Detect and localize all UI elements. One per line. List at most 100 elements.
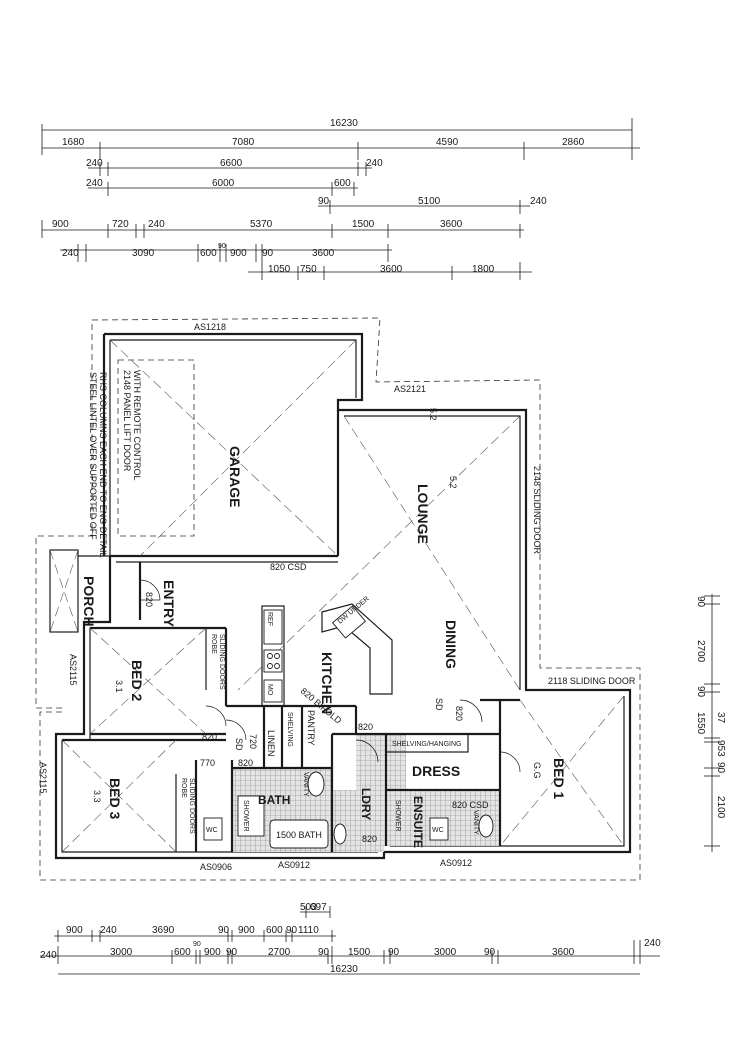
dim-b2-c: 3690 [152,925,175,936]
sliding-doors-bed3: SLIDING DOORS [188,778,195,834]
label-sd-2: SD [434,698,444,711]
dim-b3-a: 240 [40,950,57,961]
label-lounge: LOUNGE [415,484,431,544]
dim-right-a: 90 [695,596,706,608]
cooktop [263,649,283,673]
dim-r2-a: 240 [86,158,103,169]
bath-tub [269,819,329,849]
fridge-space [263,609,283,645]
dim-b3-n: 240 [644,938,661,949]
csd-dress: 820 CSD [452,800,489,810]
label-linen: LINEN [266,730,276,757]
dim-right-e: 37 [715,712,726,724]
door-ldry: 820 [358,722,373,732]
dim-right-b: 2700 [695,640,706,663]
dim-b2-h: 1110 [298,925,319,936]
vanity-basin-1 [307,771,325,797]
note-lintel-1: STEEL LINTEL OVER SUPPORTED OFF [88,372,98,540]
label-ldry: LDRY [359,788,373,820]
dim-b2-a: 900 [66,925,83,936]
dim-r6-g: 3600 [312,248,335,259]
note-bed1: G.G [532,762,542,779]
label-shower-1: SHOWER [242,800,249,832]
dim-r2-c: 240 [366,158,383,169]
shelving-hanging: SHELVING/HANGING [392,741,462,748]
toilet-ensuite [429,817,449,841]
note-garage-door: 2148 PANEL LIFT DOOR [122,370,132,472]
dim-r6-e: 900 [230,248,247,259]
dim-b3-c: 600 [174,947,191,958]
internal-walls [49,410,520,852]
dim-r7-b: 750 [300,264,317,275]
window-lounge: AS2121 [394,384,426,394]
ldry-tub [333,823,347,845]
dim-r3-c: 600 [334,178,351,189]
label-bed3: BED 3 [107,778,123,819]
dim-r6-b: 3090 [132,248,155,259]
door-bed2: 820 [202,732,217,742]
robe-bed2: ROBE [210,634,217,654]
dim-b2-b: 240 [100,925,117,936]
sink-fixture [331,605,367,639]
dim-r6-f: 90 [262,248,274,259]
dim-b3-b: 3000 [110,947,133,958]
bottom-dimension-strings: 503 697 900 240 3690 90 900 600 90 1110 [40,902,661,975]
right-dimension-string: 90 2700 90 1550 37 953 90 2100 [695,594,726,852]
living-diagonals [49,415,625,853]
label-dining: DINING [443,620,459,669]
dim-r6-d: 90 [218,243,226,250]
dim-b3-l: 90 [484,947,496,958]
kitchen-island [321,603,393,695]
dim-r5-e: 1500 [352,219,375,230]
door-ensuite: 820 [362,834,377,844]
dim-b2-e: 900 [238,925,255,936]
label-ref: REF [266,612,273,626]
dim-b3-e: 900 [204,947,221,958]
note-lounge-2: 5.2 [448,476,458,489]
dim-b2-d: 90 [218,925,230,936]
dim-right-d: 1550 [695,712,706,735]
dim-b1-b: 697 [310,902,327,913]
window-garage: AS1218 [194,322,226,332]
dim-right-g: 90 [715,762,726,774]
shower-base [237,795,265,837]
room-labels: GARAGE LOUNGE DINING KITCHEN ENTRY PORCH… [81,446,567,848]
label-mo: MO [266,684,273,696]
label-1500-bath: 1500 BATH [276,830,322,840]
label-wc-2: WC [432,827,444,834]
robe-bed3: ROBE [180,778,187,798]
label-shelving: SHELVING [286,712,293,747]
label-shower-2: SHOWER [394,800,401,832]
dim-r7-a: 1050 [268,264,291,275]
dim-r5-d: 5370 [250,219,273,230]
dim-r4-a: 90 [318,196,330,207]
dim-r6-a: 240 [62,248,79,259]
window-ensuite: AS0912 [440,858,472,868]
label-vanity-1: VANITY [302,772,309,797]
dim-right-h: 2100 [715,796,726,819]
dim-r5-b: 720 [112,219,129,230]
window-bath-1: AS0906 [200,862,232,872]
dim-b3-f: 90 [226,947,238,958]
label-garage: GARAGE [227,446,243,507]
note-lounge-1: 5.2 [428,408,438,421]
dim-b3-d: 90 [193,941,201,948]
label-vanity-2: VANITY [472,810,479,835]
door-bath: 820 [238,758,253,768]
dim-b3-i: 1500 [348,947,371,958]
window-bed3: AS2115 [38,762,48,793]
garage-detail [109,339,357,557]
window-bath-2: AS0912 [278,860,310,870]
dim-b3-j: 90 [388,947,400,958]
vanity-basin-2 [478,814,494,838]
dim-r3-b: 6000 [212,178,235,189]
top-dimension-strings: 16230 1680 7080 4590 2860 240 6600 240 2… [41,118,640,280]
dim-r6-c: 600 [200,248,217,259]
dim-r7-c: 3600 [380,264,403,275]
door-770: 770 [200,758,215,768]
label-pantry: PANTRY [306,710,316,746]
note-garage-door-2: WITH REMOTE CONTROL [132,370,142,481]
fixtures [139,579,521,849]
label-porch: PORCH [81,576,97,627]
label-wc-1: WC [206,827,218,834]
